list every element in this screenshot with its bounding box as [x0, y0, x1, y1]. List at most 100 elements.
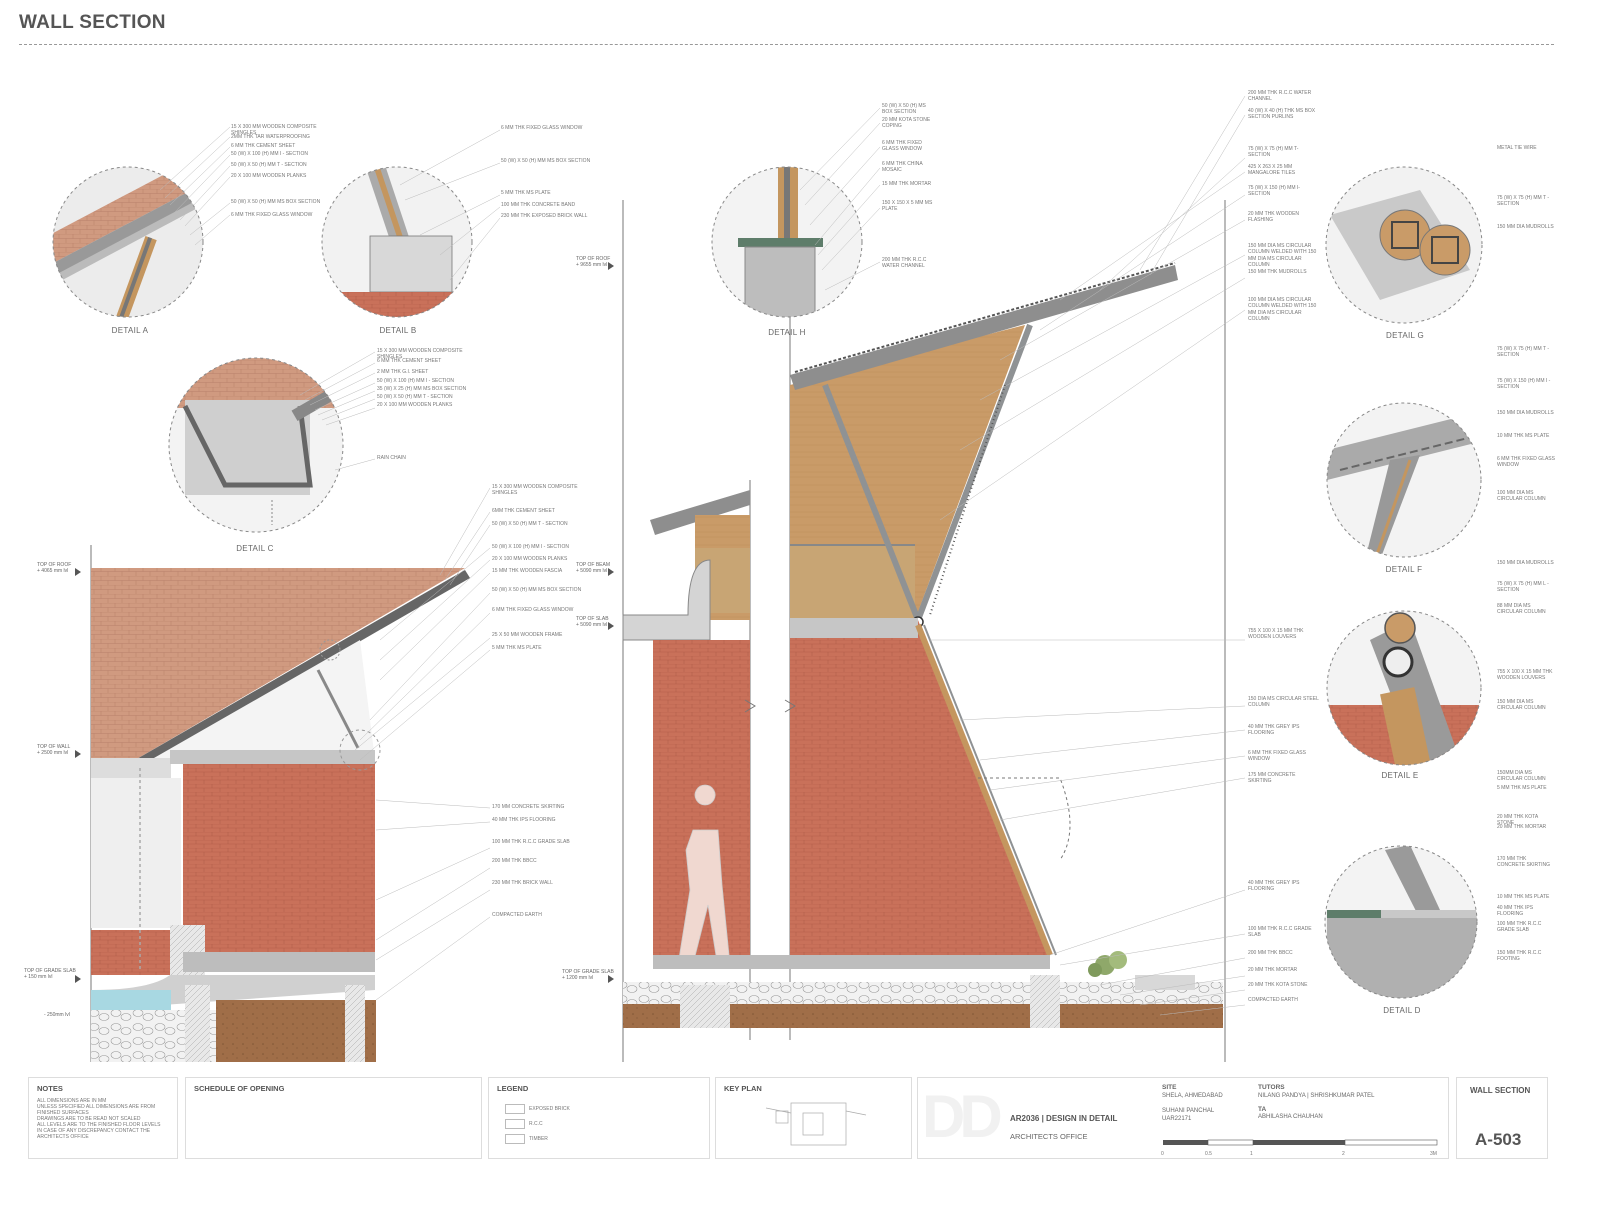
annotation-label: 50 (W) X 100 (H) MM I - SECTION — [231, 151, 308, 157]
detail-g-label: DETAIL G — [1386, 331, 1424, 340]
legend-label: TIMBER — [529, 1136, 548, 1142]
ta-heading: TA — [1258, 1106, 1267, 1113]
detail-c-label: DETAIL C — [236, 544, 274, 553]
annotation-label: 40 MM THK IPS FLOORING — [492, 817, 556, 823]
annotation-label: 6 MM THK FIXED GLASS WINDOW — [492, 607, 574, 613]
annotation-label: 6 MM THK FIXED GLASS WINDOW — [1248, 750, 1306, 763]
annotation-label: 40 MM THK GREY IPS FLOORING — [1248, 724, 1300, 737]
level-label: TOP OF ROOF+ 4065 mm lvl — [37, 562, 97, 574]
annotation-label: 6 MM THK FIXED GLASS WINDOW — [501, 125, 583, 131]
studio-logo: DD — [922, 1083, 1003, 1150]
detail-c-circle — [168, 357, 344, 533]
level-value: + 5090 mm lvl — [576, 568, 608, 574]
annotation-label: 10 MM THK MS PLATE — [1497, 894, 1550, 900]
annotation-label: 150 MM DIA MUDROLLS — [1497, 410, 1554, 416]
annotation-label: 150 X 150 X 5 MM MS PLATE — [882, 200, 933, 213]
level-label: - 250mm lvl — [44, 1006, 104, 1018]
annotation-label: 5 MM THK MS PLATE — [501, 190, 551, 196]
level-value: + 1200 mm lvl — [562, 975, 594, 981]
detail-h-circle — [711, 166, 863, 318]
annotation-label: 50 (W) X 50 (H) MS BOX SECTION — [882, 103, 926, 116]
annotation-label: 150 MM DIA MS CIRCULAR COLUMN WELDED WIT… — [1248, 243, 1317, 268]
level-label: TOP OF WALL+ 2500 mm lvl — [37, 744, 97, 756]
level-name: TOP OF BEAM — [576, 562, 610, 568]
annotation-label: 75 (W) X 75 (H) MM T - SECTION — [1497, 195, 1550, 208]
annotation-label: 6 MM THK CEMENT SHEET — [377, 358, 442, 364]
annotation-label: 75 (W) X 75 (H) MM T - SECTION — [1497, 346, 1550, 359]
legend-swatch — [505, 1119, 525, 1129]
title-divider — [19, 44, 1554, 45]
annotation-label: 200 MM THK BBCC — [1248, 950, 1293, 956]
annotation-label: RAIN CHAIN — [377, 455, 406, 461]
note-item: ALL DIMENSIONS ARE IN MM — [37, 1098, 107, 1104]
notes-heading: NOTES — [37, 1084, 63, 1093]
level-name: TOP OF GRADE SLAB — [24, 968, 76, 974]
annotation-label: 40 (W) X 40 (H) THK MS BOX SECTION PURLI… — [1248, 108, 1316, 121]
level-value: + 2500 mm lvl — [37, 750, 69, 756]
level-label: TOP OF ROOF+ 9655 mm lvl — [576, 256, 636, 268]
annotation-label: 15 MM THK MORTAR — [882, 181, 932, 187]
annotation-label: 50 (W) X 100 (H) MM I - SECTION — [377, 378, 454, 384]
keyplan-heading: KEY PLAN — [724, 1084, 762, 1093]
level-value: + 4065 mm lvl — [37, 568, 69, 574]
course-title: AR2036 | DESIGN IN DETAIL — [1010, 1114, 1118, 1123]
annotation-label: COMPACTED EARTH — [492, 912, 542, 918]
annotation-label: 150MM DIA MS CIRCULAR COLUMN — [1497, 770, 1546, 783]
annotation-label: 75 (W) X 150 (H) MM I-SECTION — [1248, 185, 1300, 198]
annotation-label: 5 MM THK MS PLATE — [492, 645, 542, 651]
site-value: SHELA, AHMEDABAD — [1162, 1093, 1223, 1099]
detail-h-label: DETAIL H — [768, 328, 806, 337]
annotation-label: METAL TIE WIRE — [1497, 145, 1537, 151]
annotation-label: 150 DIA MS CIRCULAR STEEL COLUMN — [1248, 696, 1319, 709]
annotation-label: 20 X 100 MM WOODEN PLANKS — [231, 173, 307, 179]
annotation-label: 6 MM THK CEMENT SHEET — [231, 143, 296, 149]
student-id: UAR22171 — [1162, 1116, 1192, 1122]
tutors-heading: TUTORS — [1258, 1084, 1285, 1091]
annotation-label: 40 MM THK GREY IPS FLOORING — [1248, 880, 1300, 893]
right-wall-section — [622, 200, 1226, 1062]
annotation-label: 6MM THK CEMENT SHEET — [492, 508, 555, 514]
annotation-label: 50 (W) X 50 (H) MM T - SECTION — [492, 521, 568, 527]
annotation-label: 20 MM THK KOTA STONE — [1497, 814, 1538, 827]
annotation-label: 40 MM THK IPS FLOORING — [1497, 905, 1534, 918]
legend-swatch — [505, 1104, 525, 1114]
detail-d-label: DETAIL D — [1383, 1006, 1421, 1015]
level-name: TOP OF ROOF — [37, 562, 72, 568]
leader-lines — [159, 95, 1246, 1016]
detail-e-label: DETAIL E — [1381, 771, 1419, 780]
detail-f-label: DETAIL F — [1385, 565, 1423, 574]
level-label: TOP OF GRADE SLAB+ 150 mm lvl — [24, 968, 84, 980]
annotation-label: 50 (W) X 50 (H) MM T - SECTION — [377, 394, 453, 400]
annotation-label: 6 MM THK FIXED GLASS WINDOW — [231, 212, 313, 218]
annotation-label: 100 MM THK R.C.C GRADE SLAB — [1497, 921, 1542, 934]
level-name: TOP OF ROOF — [576, 256, 611, 262]
annotation-label: 230 MM THK BRICK WALL — [492, 880, 553, 886]
annotation-label: 88 MM DIA MS CIRCULAR COLUMN — [1497, 603, 1546, 616]
annotation-label: 15 X 300 MM WOODEN COMPOSITE SHINGLES — [231, 124, 317, 137]
annotation-label: 75 (W) X 150 (H) MM I - SECTION — [1497, 378, 1551, 391]
annotation-label: 15 X 300 MM WOODEN COMPOSITE SHINGLES — [377, 348, 463, 361]
legend-heading: LEGEND — [497, 1084, 529, 1093]
detail-b-circle — [321, 166, 473, 318]
sheet-info-panel: WALL SECTION A-503 — [1456, 1077, 1548, 1159]
annotation-label: 15 MM THK WOODEN FASCIA — [492, 568, 563, 574]
student-name: SUHANI PANCHAL — [1162, 1108, 1215, 1114]
annotation-label: 2 MM THK G.I. SHEET — [377, 369, 429, 375]
level-name: TOP OF WALL — [37, 744, 71, 750]
scale-tick-label: 0 — [1161, 1151, 1164, 1157]
annotation-label: 75 (W) X 75 (H) MM L - SECTION — [1497, 581, 1549, 594]
annotation-label: 755 X 100 X 15 MM THK WOODEN LOUVERS — [1248, 628, 1304, 641]
project-info-panel: DD AR2036 | DESIGN IN DETAIL ARCHITECTS … — [917, 1077, 1449, 1159]
note-item: UNLESS SPECIFIED ALL DIMENSIONS ARE FROM… — [37, 1104, 156, 1116]
annotation-label: 10 MM THK MS PLATE — [1497, 433, 1550, 439]
sheet-name: WALL SECTION — [1470, 1086, 1531, 1095]
annotation-label: 35 (W) X 25 (H) MM MS BOX SECTION — [377, 386, 467, 392]
level-label: TOP OF BEAM+ 5090 mm lvl — [576, 562, 636, 574]
schedule-heading: SCHEDULE OF OPENING — [194, 1084, 285, 1093]
site-heading: SITE — [1162, 1084, 1177, 1091]
legend-swatch — [505, 1134, 525, 1144]
level-value: + 9655 mm lvl — [576, 262, 608, 268]
